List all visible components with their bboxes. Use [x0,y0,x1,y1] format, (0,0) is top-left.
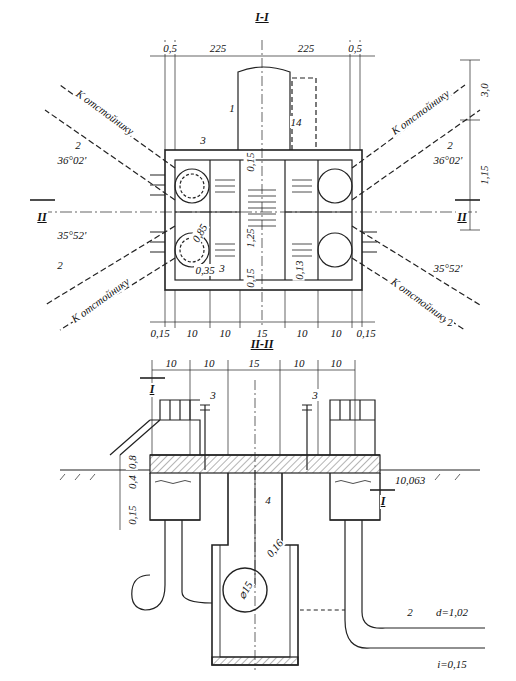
dimension-label: 10 [165,357,178,369]
dimension-label: 14 [290,116,303,128]
dimension-label: 0,15 [149,327,170,339]
section-mark: II-II [250,338,275,351]
dimension-label: 10 [219,327,232,339]
dimension-label: 10 [330,327,343,339]
dimension-label: 225 [209,42,228,54]
section-mark: I [380,495,387,508]
dimension-label: 0,15 [126,504,138,525]
dimension-label: 35°52' [433,262,464,274]
dimension-label: 3 [218,262,226,274]
dimension-label: 2 [56,259,64,271]
dimension-label: 0,16 [264,536,287,560]
dimension-label: 0,15 [355,327,376,339]
dimension-label: 2 [446,139,454,151]
dimension-label: 0,5 [347,42,363,54]
dimension-label: 10 [293,357,306,369]
dimension-label: 15 [248,357,261,369]
dimension-label: 0,13 [293,259,305,280]
dimension-label: 10 [203,357,216,369]
dimension-label: 1 [228,102,236,114]
dimension-label: 36°02' [433,154,464,166]
section-mark: II [36,211,47,224]
dimension-label: 2 [406,606,414,618]
dimension-label: ⌀15 [235,578,255,601]
dimension-label: 3 [199,134,207,146]
dimension-label: 2 [74,139,82,151]
dimension-label: 0,35 [194,264,215,276]
dimension-label: 225 [297,42,316,54]
dimension-label: 2 [446,316,454,328]
dimension-label: 3 [209,389,217,401]
dimension-label: 10 [296,327,309,339]
dimension-label: i=0,15 [436,658,468,670]
dimension-label: К отстойнику [73,86,137,137]
dimension-label: 0,15 [244,267,256,288]
dimension-label: 1,25 [244,227,256,248]
dimension-label: 15 [256,327,269,339]
dimension-label: К отстойнику [388,274,452,325]
dimension-label: 0,8 [126,454,138,470]
dimension-label: 0,15 [244,151,256,172]
dimension-label: К отстойнику [68,274,132,325]
section-mark: II [456,211,467,224]
dimension-label: 3,0 [478,82,490,98]
dimension-label: 0,5 [162,42,178,54]
dimension-label: 10 [330,357,343,369]
dimension-label: 0,4 [126,474,138,490]
section-mark: I-I [254,11,269,24]
dimension-label: 10 [186,327,199,339]
dimension-label: 35°52' [57,229,88,241]
dimension-label: 10,063 [394,474,426,486]
dimension-label: К отстойнику [388,86,452,137]
dimension-label: 3 [311,389,319,401]
dimension-label: 36°02' [57,154,88,166]
section-mark: I [149,383,156,396]
dimension-label: 4 [264,494,272,506]
dimension-label: d=1,02 [435,606,469,618]
dimension-label: 1,15 [478,164,490,185]
